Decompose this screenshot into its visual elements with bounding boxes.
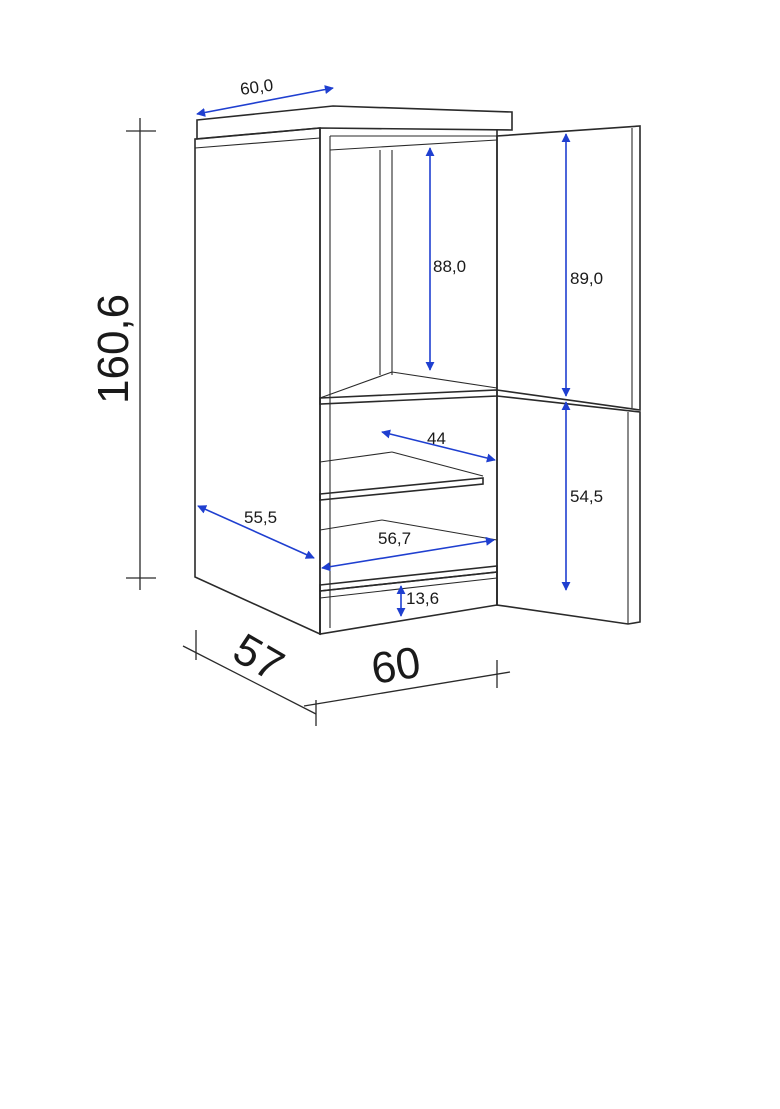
shelf-depth-arrow <box>381 429 496 463</box>
width-dimension-line <box>303 671 511 707</box>
inner-width-label: 56,7 <box>378 529 411 548</box>
adjustable-shelf-left <box>319 451 393 463</box>
doors <box>496 125 641 625</box>
total-height-label: 160,6 <box>89 294 138 404</box>
side-depth-label: 55,5 <box>244 508 277 527</box>
top-width-label: 60,0 <box>239 76 274 99</box>
cabinet-body <box>194 105 513 636</box>
middle-shelf-left <box>319 371 393 399</box>
top-back-line <box>329 139 498 151</box>
middle-shelf-front <box>319 389 498 405</box>
shelf-depth-label: 44 <box>427 429 446 448</box>
side-panel-left <box>194 127 321 636</box>
lower-door <box>496 395 641 625</box>
dimension-labels: 60,0 160,6 88,0 89,0 44 54,5 55,5 56,7 1… <box>89 76 603 694</box>
dimension-arrows <box>196 85 571 617</box>
depth-label: 57 <box>225 624 292 691</box>
lower-door-height-label: 54,5 <box>570 487 603 506</box>
top-width-arrow <box>196 85 334 117</box>
upper-door <box>496 125 641 411</box>
worktop-underside <box>194 137 321 149</box>
extension-lines <box>126 118 511 726</box>
side-depth-arrow <box>197 505 315 559</box>
upper-inner-height-label: 88,0 <box>433 257 466 276</box>
middle-shelf-back <box>391 371 498 389</box>
upper-door-height-label: 89,0 <box>570 269 603 288</box>
adjustable-shelf-front <box>319 477 484 501</box>
depth-dimension-line <box>182 645 317 715</box>
width-label: 60 <box>368 638 424 694</box>
adjustable-shelf-back <box>391 451 484 477</box>
bottom-shelf-front <box>319 565 498 592</box>
bottom-shelf-left <box>319 519 383 531</box>
plinth-height-label: 13,6 <box>406 589 439 608</box>
plinth-top-edge <box>319 577 498 599</box>
inner-width-arrow <box>321 536 495 572</box>
bottom-shelf-back <box>381 519 498 541</box>
